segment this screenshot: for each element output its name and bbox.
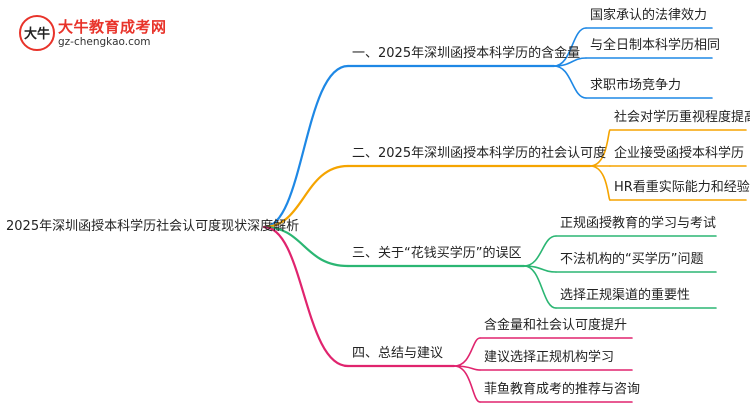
leaf-label-4-3: 菲鱼教育成考的推荐与咨询 <box>484 382 641 397</box>
logo-title: 大牛教育成考网 <box>58 18 167 36</box>
logo-mark-icon: 大牛 <box>19 15 55 51</box>
leaf-connector-1-1 <box>553 27 587 67</box>
branch-label-3: 三、关于“花钱买学历”的误区 <box>352 246 522 261</box>
branch-connector-2 <box>262 164 350 229</box>
root-topic: 2025年深圳函授本科学历社会认可度现状深度解析 <box>6 219 300 234</box>
branch-label-1: 一、2025年深圳函授本科学历的含金量 <box>352 46 581 61</box>
branch-label-4: 四、总结与建议 <box>352 346 444 361</box>
leaf-label-4-1: 含金量和社会认可度提升 <box>484 318 628 333</box>
leaf-label-3-2: 不法机构的“买学历”问题 <box>560 252 704 267</box>
branch-label-2: 二、2025年深圳函授本科学历的社会认可度 <box>352 146 607 161</box>
leaf-label-4-2: 建议选择正规机构学习 <box>484 350 615 365</box>
logo-url: gz-chengkao.com <box>58 36 151 48</box>
leaf-connector-1-3 <box>553 65 587 99</box>
leaf-label-3-1: 正规函授教育的学习与考试 <box>560 216 717 231</box>
leaf-label-1-2: 与全日制本科学历相同 <box>590 38 721 53</box>
leaf-label-1-1: 国家承认的法律效力 <box>590 8 708 23</box>
branch-connector-1 <box>262 64 350 229</box>
leaf-connector-2-1 <box>589 129 611 167</box>
branch-connector-3 <box>262 225 350 268</box>
leaf-label-2-3: HR看重实际能力和经验 <box>614 180 750 195</box>
leaf-label-2-2: 企业接受函授本科学历 <box>614 146 745 161</box>
leaf-label-2-1: 社会对学历重视程度提高 <box>614 110 750 125</box>
leaf-connector-2-3 <box>589 165 611 201</box>
leaf-label-3-3: 选择正规渠道的重要性 <box>560 288 691 303</box>
leaf-connector-4-3 <box>453 365 481 403</box>
leaf-label-1-3: 求职市场竞争力 <box>590 78 682 93</box>
leaf-connector-3-1 <box>523 235 557 267</box>
leaf-connector-3-3 <box>523 265 557 309</box>
site-logo[interactable]: 大牛 大牛教育成考网 gz-chengkao.com <box>18 14 178 58</box>
leaf-connector-4-1 <box>453 337 481 367</box>
logo-mark-text: 大牛 <box>24 26 50 42</box>
branch-connector-4 <box>262 225 350 368</box>
